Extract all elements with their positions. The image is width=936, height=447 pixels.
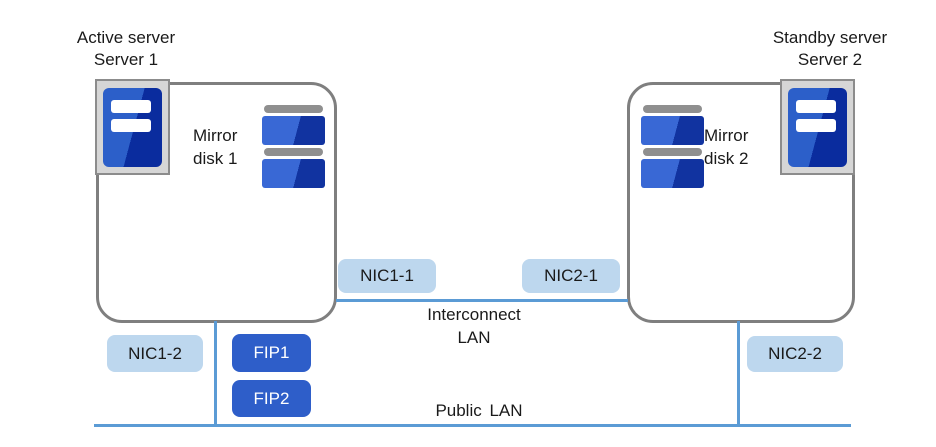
server1-public-link-line xyxy=(214,321,217,427)
disk-body-icon xyxy=(641,159,704,188)
disk-body-icon xyxy=(641,116,704,145)
interconnect-lan-label: Interconnect LAN xyxy=(427,305,521,347)
disk-body-icon xyxy=(262,116,325,145)
disk-cap-icon xyxy=(264,148,323,156)
server-tower-slot-icon xyxy=(111,118,151,132)
server2-public-link-line xyxy=(737,321,740,427)
disk-body-icon xyxy=(262,159,325,188)
server1-icon xyxy=(95,79,170,175)
server2-icon xyxy=(780,79,855,175)
server-tower-slot-icon xyxy=(796,99,836,113)
mirror-disk1-icon xyxy=(262,105,325,191)
interconnect-lan-line xyxy=(336,299,628,302)
disk-cap-icon xyxy=(643,105,702,113)
mirror-disk1-label: Mirror disk 1 xyxy=(193,126,238,168)
server1-caption: Active server Server 1 xyxy=(76,28,176,69)
server-tower-icon xyxy=(103,87,162,167)
nic2-2-chip: NIC2-2 xyxy=(747,336,843,372)
server-tower-icon xyxy=(788,87,847,167)
mirror-disk2-label: Mirror disk 2 xyxy=(704,126,749,168)
fip2-chip: FIP2 xyxy=(232,380,311,417)
disk-cap-icon xyxy=(264,105,323,113)
nic1-2-chip: NIC1-2 xyxy=(107,335,203,372)
public-lan-line xyxy=(94,424,851,427)
server-tower-slot-icon xyxy=(796,118,836,132)
server2-caption: Standby server Server 2 xyxy=(772,28,888,69)
fip1-chip: FIP1 xyxy=(232,334,311,372)
disk-cap-icon xyxy=(643,148,702,156)
public-lan-label: Public LAN xyxy=(435,401,523,420)
nic2-1-chip: NIC2-1 xyxy=(522,259,620,293)
server-tower-slot-icon xyxy=(111,99,151,113)
mirror-disk2-icon xyxy=(641,105,704,191)
nic1-1-chip: NIC1-1 xyxy=(338,259,436,293)
